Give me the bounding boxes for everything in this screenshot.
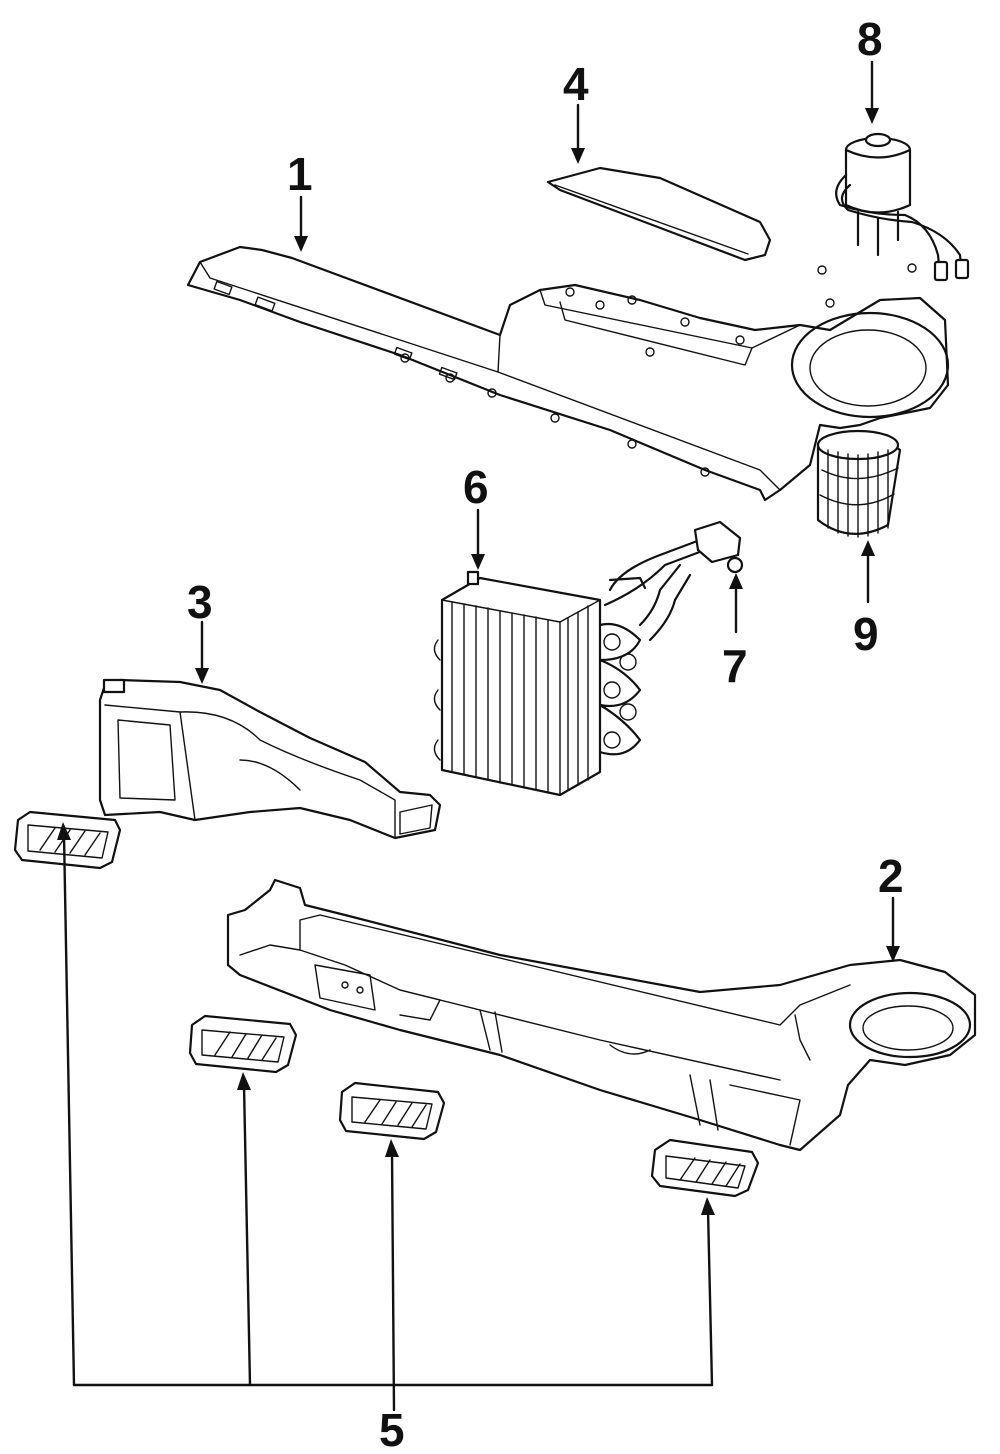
callout-labels: 1 2 3 4 5 6 7 8 9 [187,13,904,1454]
part-2-lower-case [226,878,977,1152]
part-9-blower-wheel [816,429,902,538]
callout-5: 5 [379,1404,405,1454]
part-7-tubes [603,520,744,642]
callout-4: 4 [563,58,589,110]
part-8-blower-motor [835,132,970,282]
part-5-register-d [650,1138,760,1198]
part-6-evaporator-core [433,570,642,797]
part-5-register-c [338,1081,446,1141]
callout-6: 6 [463,461,489,513]
callout-1: 1 [287,148,313,200]
callout-8: 8 [857,13,883,65]
part-5-register-b [188,1014,298,1074]
part-1-upper-case [186,245,950,502]
leader-lines [57,60,900,1412]
part-3-duct [98,678,442,840]
part-4-seal [546,166,772,262]
callout-9: 9 [853,608,879,660]
callout-2: 2 [878,850,904,902]
callout-3: 3 [187,576,213,628]
callout-7: 7 [722,640,748,692]
